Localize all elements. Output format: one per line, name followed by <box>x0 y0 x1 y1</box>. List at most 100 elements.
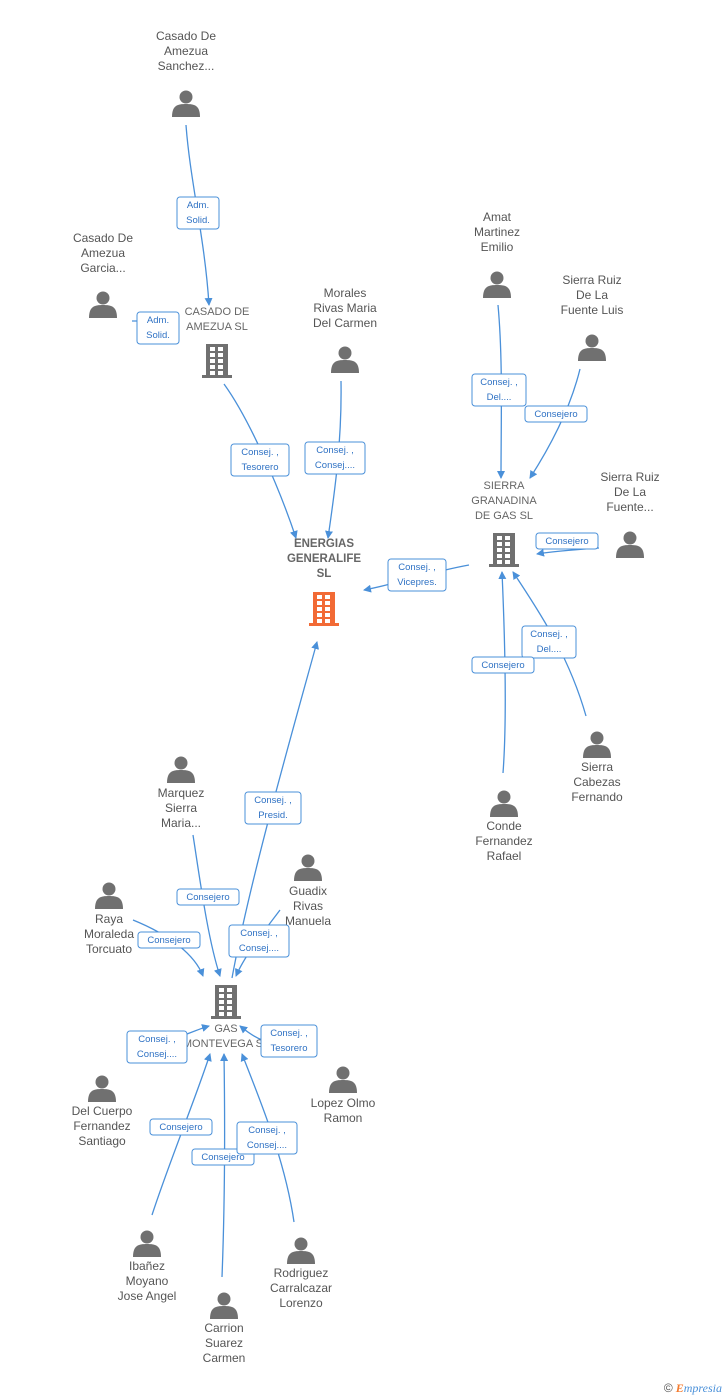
empresia-logo[interactable]: © Empresia <box>663 1381 722 1395</box>
role-badge-box <box>471 656 535 674</box>
role-badge-box <box>244 791 302 825</box>
role-badge-text: Adm. <box>147 315 169 326</box>
role-badge-box <box>236 1121 298 1155</box>
person-node-p_garcia[interactable]: Casado DeAmezuaGarcia... <box>73 231 133 318</box>
node-label: Fuente... <box>606 500 653 514</box>
role-badge-text: Consej. , <box>270 1028 308 1039</box>
role-badge[interactable]: Consej. ,Del.... <box>471 373 527 407</box>
role-badge-text: Consej.... <box>247 1140 287 1151</box>
building-window <box>219 1006 224 1010</box>
person-body <box>89 305 117 318</box>
node-label: DE GAS SL <box>475 510 533 522</box>
building-window <box>497 554 502 558</box>
role-badge[interactable]: Consej. , Tesorero <box>260 1024 318 1058</box>
person-head <box>179 90 193 104</box>
node-label: Morales <box>324 286 367 300</box>
role-badge[interactable]: Consej. ,Consej.... <box>236 1121 298 1155</box>
node-label: De La <box>614 485 646 499</box>
building-window <box>219 988 224 992</box>
role-badge-text: Tesorero <box>271 1043 308 1054</box>
node-label: Raya <box>95 912 123 926</box>
node-label: Garcia... <box>80 261 125 275</box>
person-head <box>140 1230 154 1244</box>
person-icon <box>331 346 359 373</box>
person-body <box>287 1251 315 1264</box>
building-icon <box>211 985 241 1019</box>
building-window <box>325 607 330 611</box>
building-window <box>210 359 215 363</box>
role-badge[interactable]: Consejero <box>524 405 588 423</box>
building-base <box>309 623 339 626</box>
node-label: Sierra <box>165 801 197 815</box>
edge-p_marquez-to-c_gas <box>192 834 222 977</box>
role-badge[interactable]: Consej. ,Presid. <box>244 791 302 825</box>
building-window <box>505 542 510 546</box>
building-window <box>325 595 330 599</box>
node-label: Maria... <box>161 816 201 830</box>
role-badge[interactable]: Consejero <box>149 1118 213 1136</box>
role-badge[interactable]: Adm.Solid. <box>176 196 220 230</box>
role-badge-text: Consejero <box>534 409 577 420</box>
building-window <box>210 371 215 375</box>
node-label: Suarez <box>205 1336 243 1350</box>
node-label: Amezua <box>81 246 125 260</box>
person-icon <box>167 756 195 783</box>
role-badge[interactable]: Adm.Solid. <box>136 311 180 345</box>
role-badge-text: Consej.... <box>137 1049 177 1060</box>
role-badge[interactable]: Consejero <box>137 931 201 949</box>
person-head <box>102 882 116 896</box>
node-label: MONTEVEGA SL <box>183 1038 269 1050</box>
role-badge[interactable]: Consej. ,Vicepres. <box>387 558 447 592</box>
person-icon <box>89 291 117 318</box>
building-window <box>227 988 232 992</box>
role-badge-text: Consejero <box>159 1122 202 1133</box>
role-badge-text: Consejero <box>481 660 524 671</box>
building-window <box>210 353 215 357</box>
role-badge-text: Adm. <box>187 200 209 211</box>
role-badge[interactable]: Consejero <box>471 656 535 674</box>
role-badge-box <box>521 625 577 659</box>
person-node-p_sanchez[interactable]: Casado DeAmezuaSanchez... <box>156 29 216 117</box>
role-badge[interactable]: Consej. ,Consej.... <box>126 1030 188 1064</box>
role-badge-box <box>136 311 180 345</box>
role-badge[interactable]: Consej. ,Consej.... <box>228 924 290 958</box>
role-badge[interactable]: Consej. ,Del.... <box>521 625 577 659</box>
person-body <box>172 104 200 117</box>
building-window <box>218 353 223 357</box>
person-head <box>95 1075 109 1089</box>
person-head <box>585 334 599 348</box>
role-badge[interactable]: Consej. ,Consej.... <box>304 441 366 475</box>
role-badge[interactable]: Consej. ,Tesorero <box>230 443 290 477</box>
person-head <box>217 1292 231 1306</box>
person-body <box>583 745 611 758</box>
node-label: Sierra <box>581 760 613 774</box>
role-badge-text: Consej. , <box>398 562 436 573</box>
building-window <box>218 365 223 369</box>
person-body <box>329 1080 357 1093</box>
node-label: Fernandez <box>73 1119 130 1133</box>
role-badge[interactable]: Consejero <box>535 532 599 550</box>
role-badge[interactable]: Consejero <box>176 888 240 906</box>
person-node-p_marquez[interactable]: MarquezSierraMaria... <box>158 756 205 831</box>
role-badge-text: Presid. <box>258 810 288 821</box>
node-label: GRANADINA <box>471 495 537 507</box>
person-body <box>167 770 195 783</box>
node-label: Jose Angel <box>118 1289 177 1303</box>
